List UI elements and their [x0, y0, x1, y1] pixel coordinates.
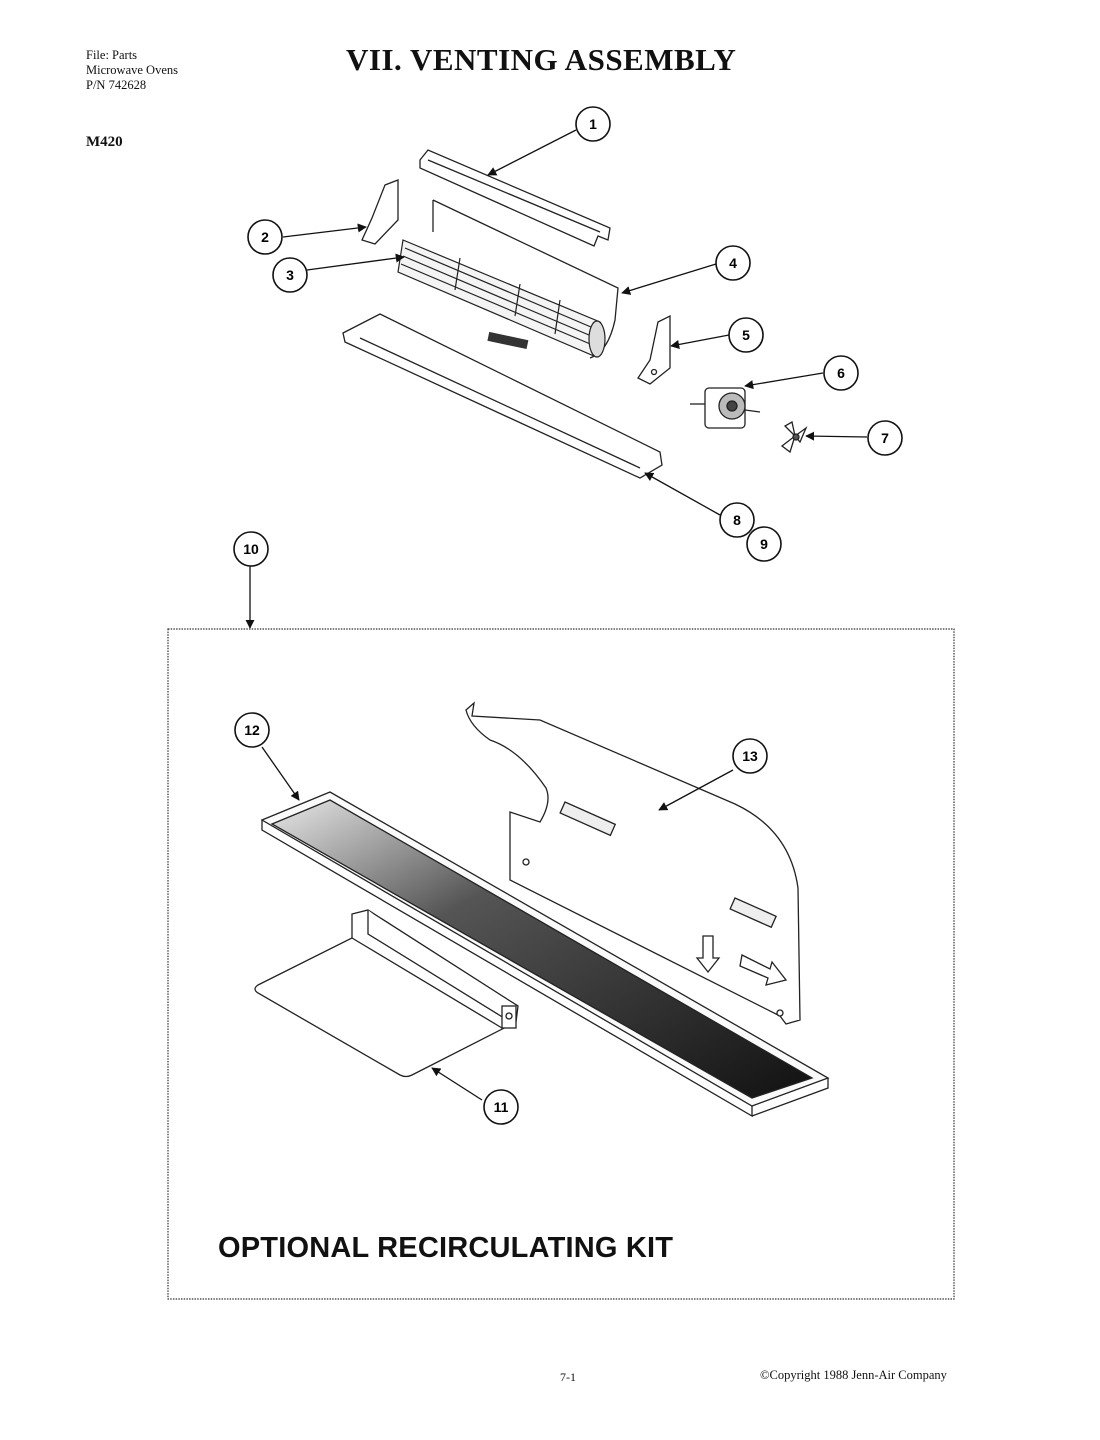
category-line: Microwave Ovens	[86, 63, 178, 77]
part-8-bottom-plate	[342, 313, 663, 479]
callout-number: 1	[589, 116, 597, 132]
file-line: File: Parts	[86, 48, 138, 62]
callout-number: 10	[243, 541, 259, 557]
callout-2: 2	[247, 219, 283, 255]
part-13-side-panel	[465, 701, 801, 1025]
model-number: M420	[86, 134, 123, 150]
callout-number: 5	[742, 327, 750, 343]
part-12-charcoal-filter	[260, 791, 830, 1118]
callout-13: 13	[732, 738, 768, 774]
callout-number: 2	[261, 229, 269, 245]
callout-4: 4	[715, 245, 751, 281]
page-number: 7-1	[560, 1370, 576, 1384]
copyright-notice: ©Copyright 1988 Jenn-Air Company	[760, 1368, 947, 1382]
callout-10: 10	[233, 531, 269, 567]
callout-number: 7	[881, 430, 889, 446]
callout-number: 11	[494, 1099, 509, 1115]
part-2-left-bracket	[361, 179, 399, 245]
callout-1: 1	[575, 106, 611, 142]
callout-11: 11	[483, 1089, 519, 1125]
callout-number: 8	[733, 512, 741, 528]
callout-number: 9	[760, 536, 768, 552]
callout-number: 12	[244, 722, 260, 738]
callout-number: 3	[286, 267, 294, 283]
part-number-line: P/N 742628	[86, 78, 147, 92]
callout-9: 9	[746, 526, 782, 562]
callout-8: 8	[719, 502, 755, 538]
callout-3: 3	[272, 257, 308, 293]
kit-leader-lines	[261, 746, 734, 1101]
coil-spring	[487, 331, 529, 350]
part-11-damper-plate	[254, 909, 519, 1078]
page-title: VII. VENTING ASSEMBLY	[346, 42, 737, 77]
callout-number: 4	[729, 255, 737, 271]
part-6-fan-motor	[690, 387, 761, 429]
part-7-fan-blade	[780, 420, 808, 454]
recirculating-kit-box	[167, 628, 955, 1300]
callout-number: 13	[742, 748, 758, 764]
kit-label: OPTIONAL RECIRCULATING KIT	[218, 1232, 674, 1264]
callout-5: 5	[728, 317, 764, 353]
part-1-top-panel	[419, 149, 611, 247]
callout-12: 12	[234, 712, 270, 748]
part-5-right-bracket	[637, 314, 671, 385]
document-info: File: Parts Microwave Ovens P/N 742628	[86, 48, 178, 93]
callout-6: 6	[823, 355, 859, 391]
upper-leader-lines	[245, 129, 868, 629]
callout-number: 6	[837, 365, 845, 381]
callout-7: 7	[867, 420, 903, 456]
